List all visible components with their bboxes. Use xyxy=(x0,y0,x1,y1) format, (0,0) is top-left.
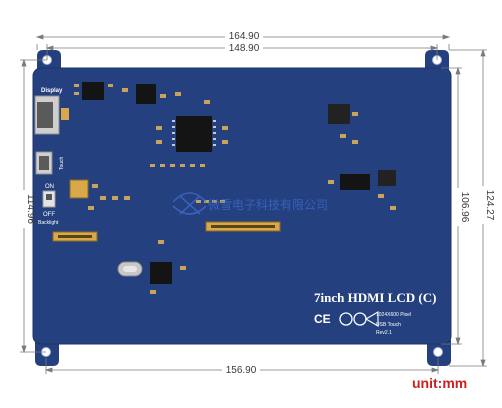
smd-capacitor xyxy=(124,196,130,200)
board-title: 7inch HDMI LCD (C) xyxy=(314,290,436,305)
revision-label: Rev2.1 xyxy=(376,330,392,336)
hdmi-pad xyxy=(61,108,69,120)
smd-capacitor xyxy=(222,140,228,144)
power-inductor xyxy=(378,170,396,186)
usb-port xyxy=(39,156,49,170)
fpc-slot xyxy=(58,235,92,238)
smd-capacitor xyxy=(352,140,358,144)
smd-capacitor xyxy=(74,92,79,95)
smd-capacitor xyxy=(222,126,228,130)
crystal-inner xyxy=(123,266,137,272)
switch-knob xyxy=(46,194,52,200)
dimension-bottom: 156.90 xyxy=(226,365,257,376)
switch-off-label: OFF xyxy=(43,212,55,218)
resolution-label: 1024X600 Pixel xyxy=(376,312,411,318)
mounting-hole xyxy=(433,347,443,357)
scaler-chip xyxy=(176,116,212,152)
smd-capacitor xyxy=(328,180,334,184)
smd-capacitor xyxy=(100,196,106,200)
smd-capacitor xyxy=(175,92,181,96)
smd-capacitor xyxy=(112,196,118,200)
smd-capacitor xyxy=(150,290,156,294)
smd-capacitor xyxy=(88,206,94,210)
resistor-row xyxy=(150,164,205,167)
unit-label: unit:mm xyxy=(412,375,467,391)
certification-marks: CE xyxy=(314,311,379,327)
power-ic xyxy=(340,174,370,190)
smd-capacitor xyxy=(156,140,162,144)
smd-capacitor xyxy=(204,100,210,104)
smd-capacitor xyxy=(74,84,79,87)
touch-label: Touch xyxy=(59,156,65,170)
smd-capacitor xyxy=(92,184,98,188)
smd-capacitor xyxy=(160,94,166,98)
usb-touch-label: USB Touch xyxy=(376,322,401,328)
dimension-top-inner: 148.90 xyxy=(229,43,260,54)
smd-capacitor xyxy=(352,112,358,116)
smd-capacitor xyxy=(108,84,113,87)
smd-capacitor xyxy=(122,88,128,92)
regulator-chip xyxy=(82,82,104,100)
touch-controller-chip xyxy=(69,179,89,199)
watermark: 微雪电子科技有限公司 xyxy=(172,192,328,215)
waveshare-logo-icon xyxy=(172,192,207,215)
smd-capacitor xyxy=(340,134,346,138)
dimension-top-outer: 164.90 xyxy=(229,31,260,42)
fpc-slot xyxy=(211,225,275,228)
display-label: Display xyxy=(41,88,63,94)
power-inductor xyxy=(328,104,350,124)
smd-component xyxy=(136,84,156,104)
hdmi-port xyxy=(37,102,53,128)
smd-capacitor xyxy=(156,126,162,130)
backlight-label: Backlight xyxy=(38,220,59,226)
usb-controller-chip xyxy=(150,262,172,284)
watermark-text: 微雪电子科技有限公司 xyxy=(208,198,328,212)
dimension-left: 114.96 xyxy=(25,194,36,224)
dimension-right-outer: 124.27 xyxy=(484,190,495,221)
chip-pins xyxy=(172,120,216,146)
dimension-right-inner: 106.96 xyxy=(459,192,470,223)
smd-capacitor xyxy=(378,194,384,198)
smd-capacitor xyxy=(390,206,396,210)
smd-capacitor xyxy=(158,240,164,244)
pcb-board: Display Touch ON OFF Backlight xyxy=(32,50,452,366)
fcc-mark-icon xyxy=(339,312,353,326)
switch-on-label: ON xyxy=(45,184,54,190)
smd-capacitor xyxy=(180,266,186,270)
rohs-mark-icon xyxy=(364,311,379,327)
ce-mark-icon: CE xyxy=(314,312,331,326)
dimension-labels: 164.90 148.90 156.90 114.96 106.96 124.2… xyxy=(18,30,495,376)
